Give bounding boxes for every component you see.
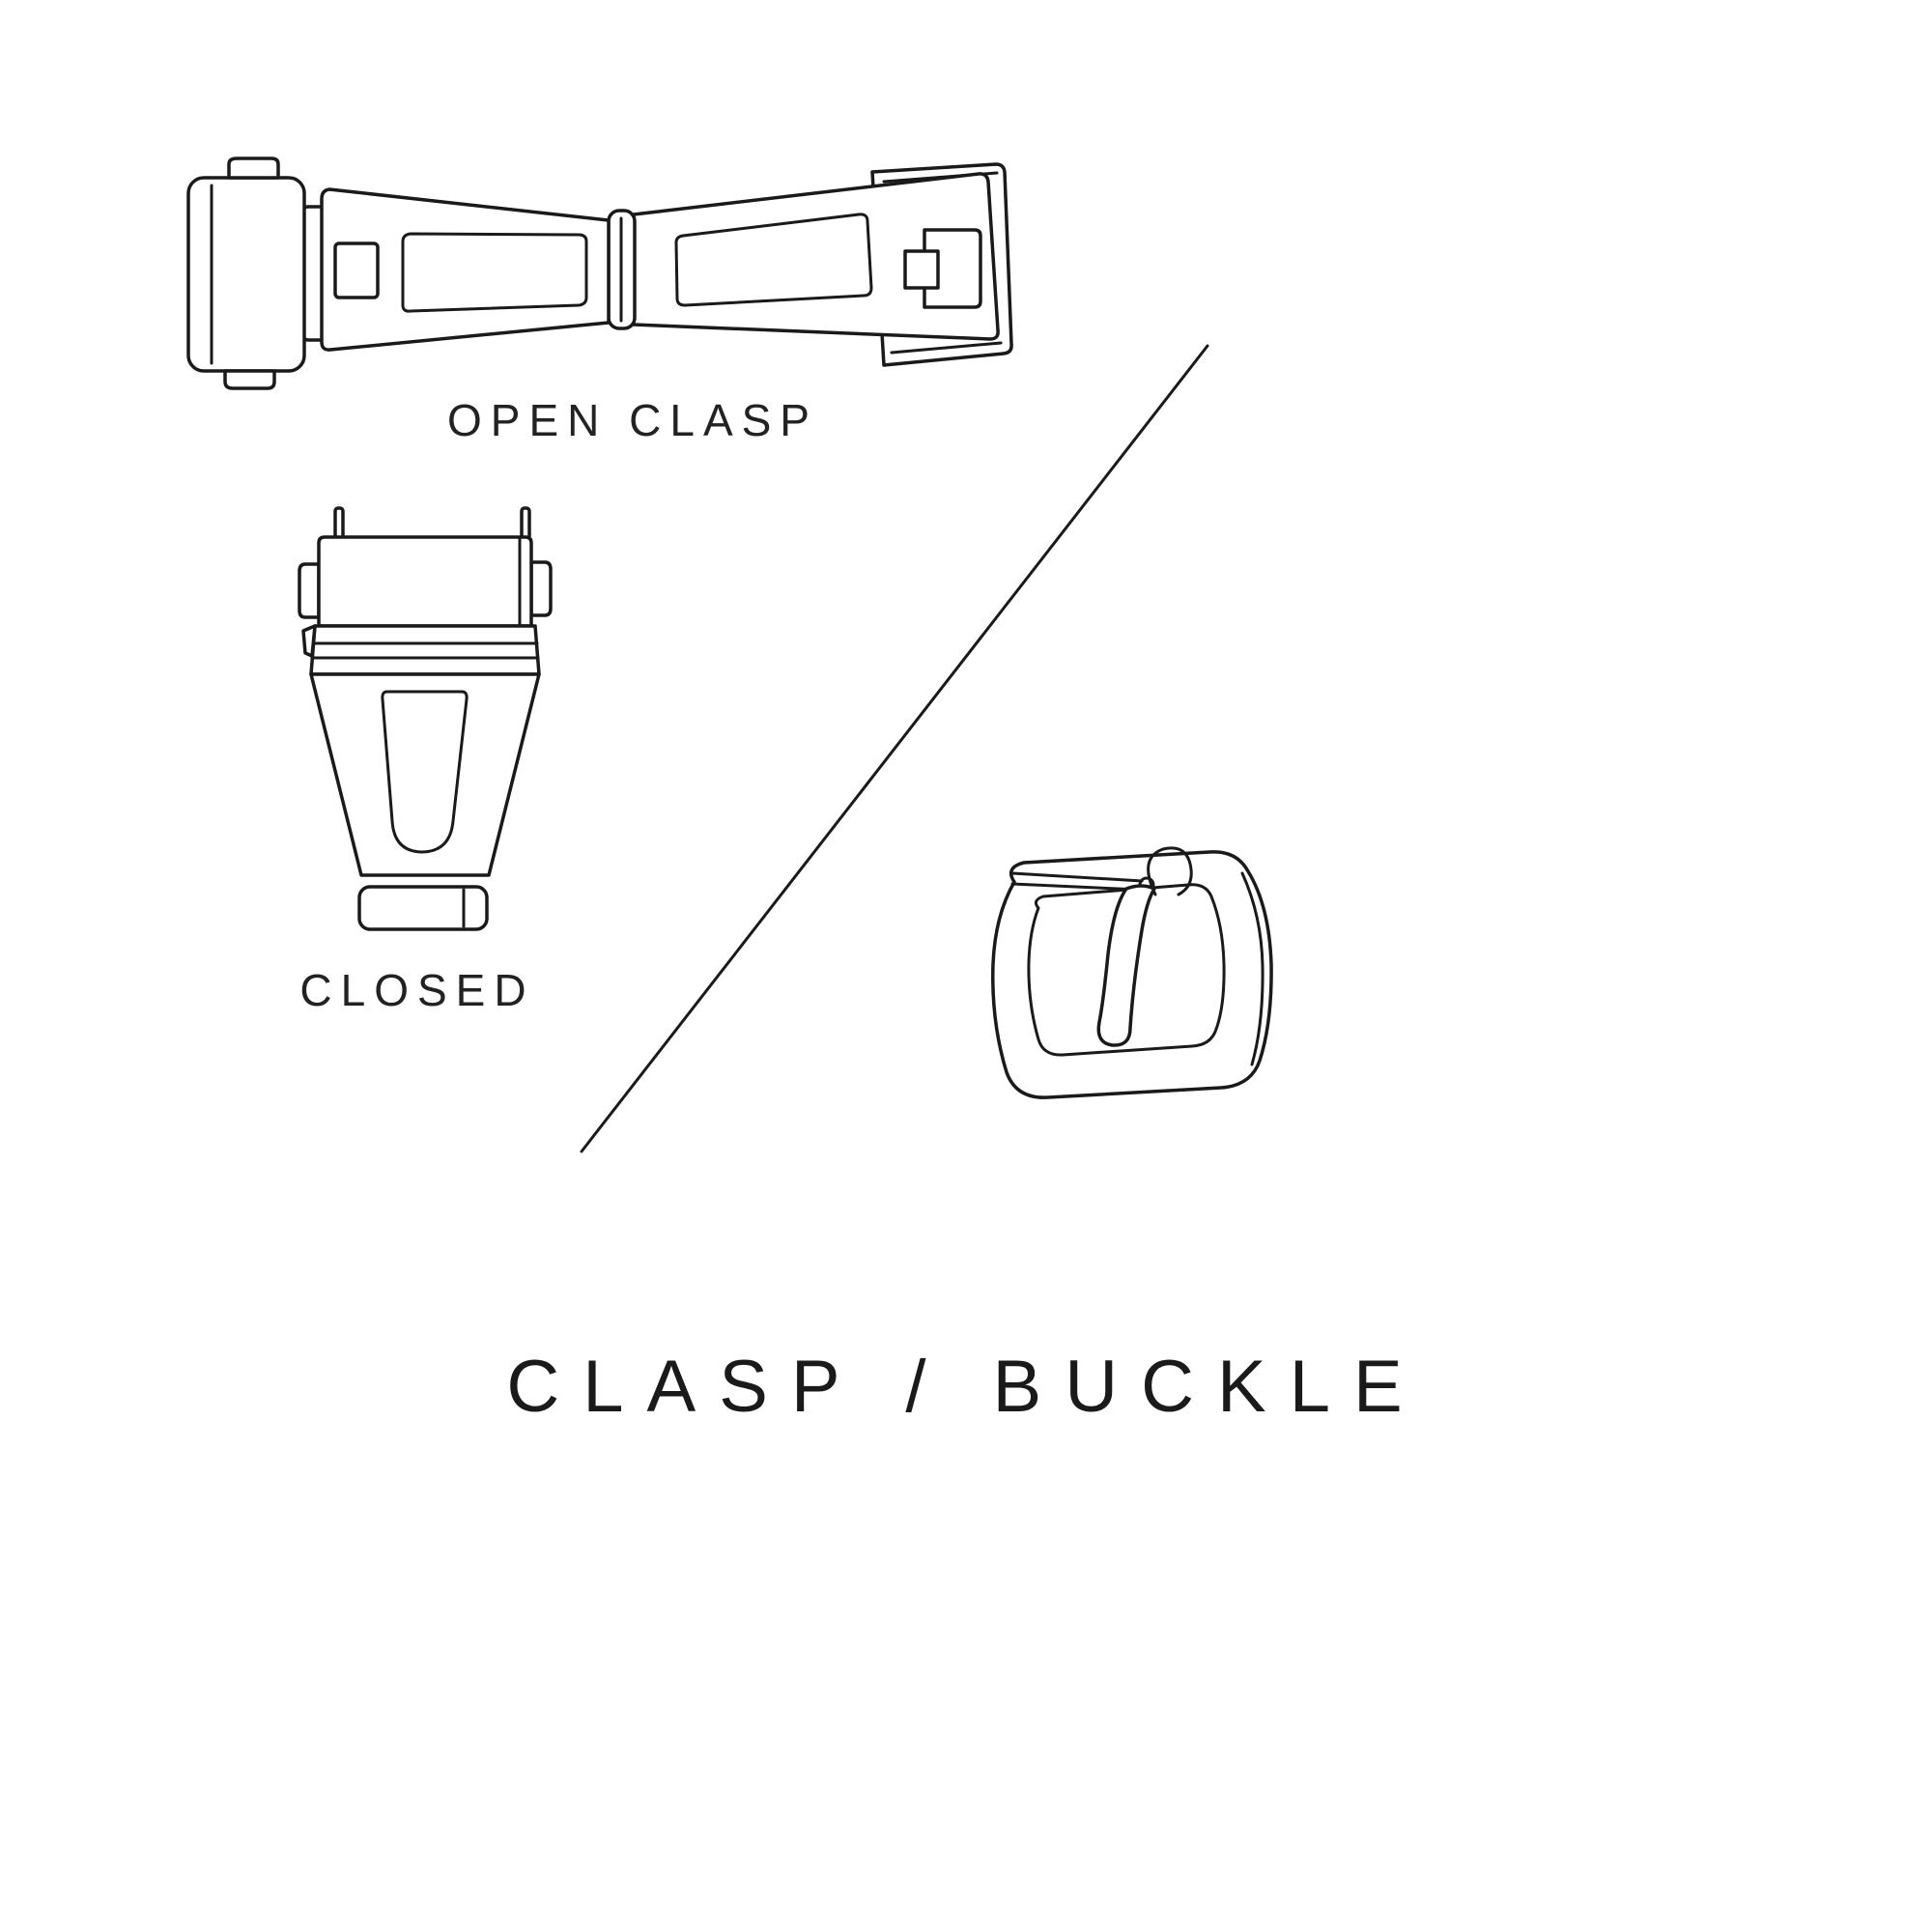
page-title: CLASP / BUCKLE [506, 1346, 1426, 1428]
closed-clasp-illustration [298, 506, 553, 931]
closed-label: CLOSED [299, 965, 535, 1015]
open-clasp-illustration [186, 156, 1013, 390]
pin-buckle-illustration [991, 846, 1273, 1099]
open-clasp-label: OPEN CLASP [447, 395, 818, 445]
